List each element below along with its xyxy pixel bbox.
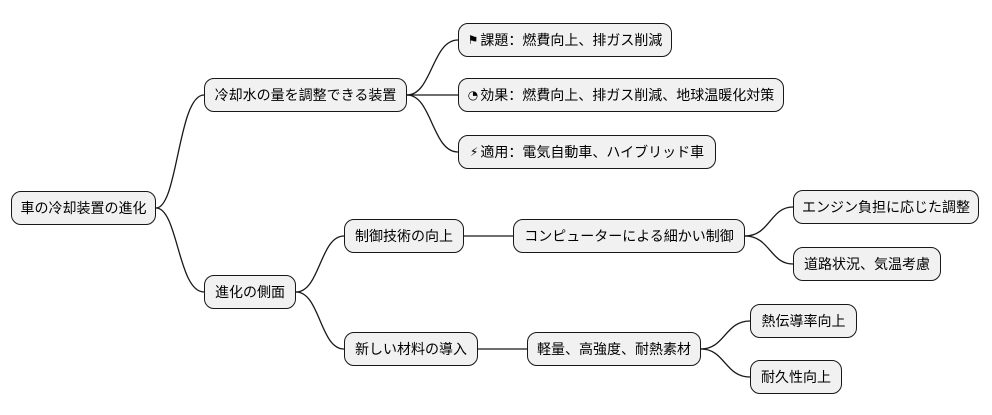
flag-icon: ⚑: [467, 33, 479, 47]
branch-cooling-device-label: 冷却水の量を調整できる装置: [214, 88, 397, 104]
item-issue: ⚑ 課題：燃費向上、排ガス削減: [458, 23, 672, 57]
item-application: ⚡ 適用：電気自動車、ハイブリッド車: [458, 135, 716, 169]
sub-control-tech: 制御技術の向上: [344, 219, 464, 253]
item-application-label: 適用：電気自動車、ハイブリッド車: [480, 145, 705, 161]
root-label: 車の冷却装置の進化: [20, 201, 147, 217]
child-computer-control-label: コンピューターによる細かい制御: [524, 229, 734, 245]
gauge-icon: ◔: [467, 88, 479, 102]
leaf-engine-adjust: エンジン負担に応じた調整: [793, 190, 979, 224]
branch-cooling-device: 冷却水の量を調整できる装置: [204, 78, 407, 112]
leaf-thermal-conductivity: 熱伝導率向上: [750, 304, 857, 338]
sub-new-materials-label: 新しい材料の導入: [355, 342, 467, 358]
leaf-thermal-conductivity-label: 熱伝導率向上: [761, 314, 846, 330]
branch-evolution-aspects-label: 進化の側面: [215, 285, 285, 301]
child-computer-control: コンピューターによる細かい制御: [513, 219, 745, 253]
child-material-props-label: 軽量、高強度、耐熱素材: [537, 342, 691, 358]
leaf-engine-adjust-label: エンジン負担に応じた調整: [802, 200, 970, 216]
leaf-road-weather: 道路状況、気温考慮: [793, 247, 941, 281]
item-issue-label: 課題：燃費向上、排ガス削減: [480, 33, 663, 49]
item-effect-label: 効果：燃費向上、排ガス削減、地球温暖化対策: [480, 88, 775, 104]
sub-new-materials: 新しい材料の導入: [344, 332, 478, 366]
item-effect: ◔ 効果：燃費向上、排ガス削減、地球温暖化対策: [458, 78, 784, 112]
sub-control-tech-label: 制御技術の向上: [355, 229, 453, 245]
lightning-icon: ⚡: [469, 145, 479, 159]
leaf-road-weather-label: 道路状況、気温考慮: [804, 257, 930, 273]
leaf-durability: 耐久性向上: [750, 360, 842, 394]
child-material-props: 軽量、高強度、耐熱素材: [527, 332, 701, 366]
branch-evolution-aspects: 進化の側面: [204, 275, 296, 309]
root-node: 車の冷却装置の進化: [11, 191, 156, 225]
leaf-durability-label: 耐久性向上: [761, 370, 831, 386]
